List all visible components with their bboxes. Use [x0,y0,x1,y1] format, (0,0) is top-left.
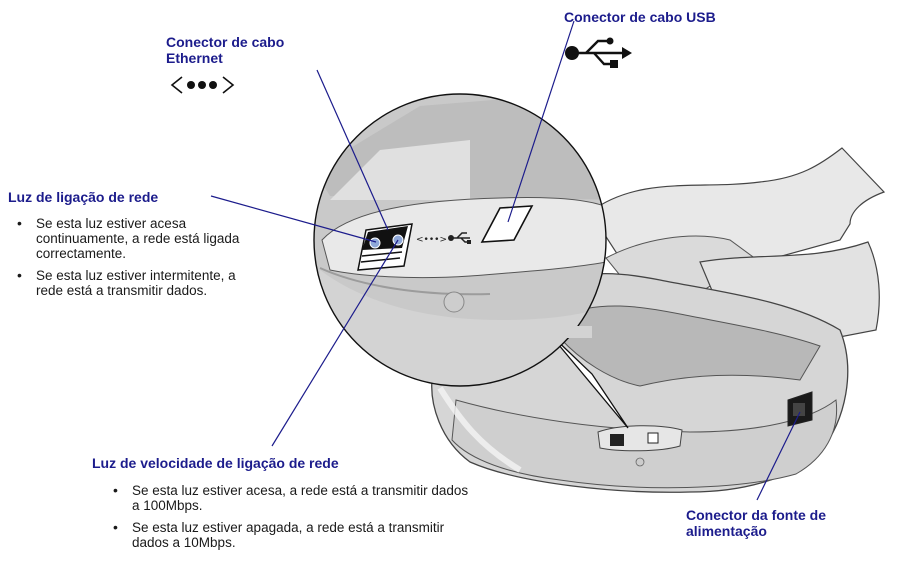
label-link-speed-light: Luz de velocidade de ligação de rede [92,455,339,471]
list-item: Se esta luz estiver acesa continuamente,… [14,216,262,261]
list-item: Se esta luz estiver intermitente, a rede… [14,268,262,298]
label-usb-connector: Conector de cabo USB [564,9,716,25]
leader-link-light [210,195,377,243]
list-item: Se esta luz estiver acesa, a rede está a… [110,483,470,513]
ethernet-icon [170,74,236,101]
leader-ethernet [316,69,389,231]
leader-power [756,411,801,501]
magnifier-pointer [547,331,629,429]
list-item: Se esta luz estiver apagada, a rede está… [110,520,470,550]
label-link-light: Luz de ligação de rede [8,189,159,205]
leader-speed-light [271,239,399,447]
label-power-connector: Conector da fonte de alimentação [686,507,827,539]
svg-text:<•••>: <•••> [416,235,447,245]
usb-icon [564,36,634,75]
link-light-list: Se esta luz estiver acesa continuamente,… [14,216,262,305]
magnifier-circle [313,93,607,387]
printer-top-opening [559,305,821,387]
speed-light-list: Se esta luz estiver acesa, a rede está a… [110,483,470,557]
leader-usb [507,20,575,223]
label-ethernet-connector: Conector de cabo Ethernet [166,34,285,66]
